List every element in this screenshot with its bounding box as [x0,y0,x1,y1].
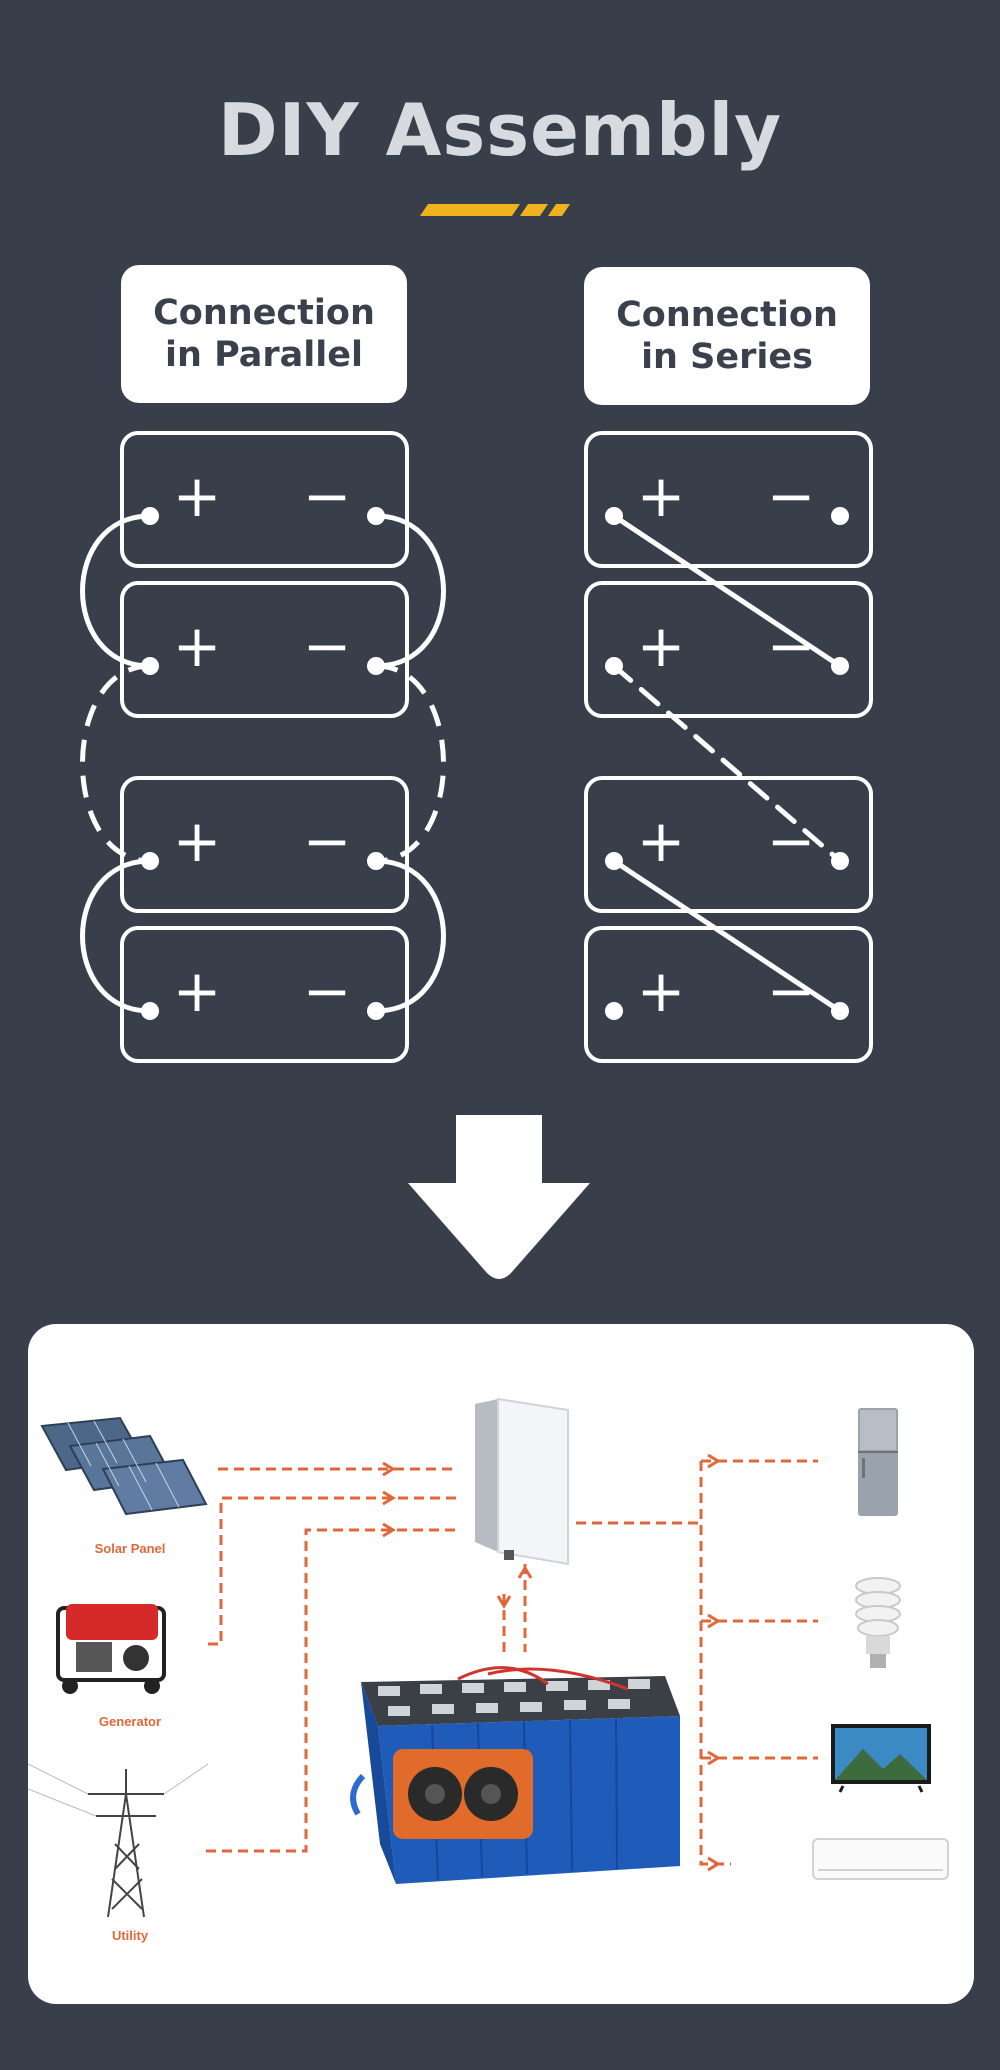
parallel-minus-terminal-3: − [303,807,352,875]
air-conditioner-icon [812,1838,949,1880]
series-battery-4 [584,926,873,1063]
parallel-minus-terminal-1: − [303,462,352,530]
flow-arrowheads [382,1453,721,1872]
inverter-icon [475,1397,569,1566]
title-accent [420,204,570,216]
parallel-battery-4 [120,926,409,1063]
solar-panel-icon [40,1416,208,1516]
page-title: DIY Assembly [217,88,783,172]
parallel-battery-3 [120,776,409,913]
parallel-wire-neg-2-3 [375,663,446,864]
parallel-plus-terminal-1: + [173,462,222,530]
source-label-solar-panel: Solar Panel [94,1541,166,1556]
parallel-label: Connection in Parallel [121,265,407,403]
series-minus-terminal-1: − [767,462,816,530]
series-plus-terminal-2: + [637,612,686,680]
series-battery-2 [584,581,873,718]
series-wire-1-2 [611,513,843,669]
parallel-plus-terminal-4: + [173,957,222,1025]
parallel-wire-pos-1-2 [80,513,151,669]
parallel-wire-neg-3-4 [375,858,446,1014]
battery-pack-icon [350,1666,680,1884]
system-panel: Solar Panel Generator Utility [28,1324,974,2004]
parallel-battery-1 [120,431,409,568]
series-battery-3 [584,776,873,913]
series-label-line2: in Series [641,337,813,377]
series-neg-node-1 [831,507,849,525]
parallel-wire-pos-3-4 [80,858,151,1014]
battery-wiring-diagram: +−+−+−+−+−+−+−+− [80,431,873,1063]
source-label-utility: Utility [111,1928,149,1943]
parallel-wire-pos-2-3 [80,663,151,864]
series-plus-terminal-3: + [637,807,686,875]
series-wire-3-4 [611,858,843,1014]
power-flow-diagram [28,1397,949,1918]
refrigerator-icon [858,1408,898,1516]
parallel-minus-terminal-4: − [303,957,352,1025]
parallel-plus-terminal-3: + [173,807,222,875]
series-label-line1: Connection [616,295,838,335]
source-label-generator: Generator [98,1714,162,1729]
parallel-wire-neg-1-2 [375,513,446,669]
light-bulb-icon [855,1577,901,1668]
down-arrow-icon [408,1115,590,1279]
television-icon [831,1724,931,1793]
series-battery-1 [584,431,873,568]
parallel-minus-terminal-2: − [303,612,352,680]
parallel-plus-terminal-2: + [173,612,222,680]
series-wire-2-3 [611,663,843,864]
series-plus-terminal-1: + [637,462,686,530]
parallel-label-line1: Connection [153,293,375,333]
series-plus-terminal-4: + [637,957,686,1025]
power-tower-icon [28,1763,209,1918]
series-label: Connection in Series [584,267,870,405]
parallel-label-line2: in Parallel [164,335,364,375]
parallel-battery-2 [120,581,409,718]
generator-icon [56,1604,166,1694]
series-pos-node-4 [605,1002,623,1020]
